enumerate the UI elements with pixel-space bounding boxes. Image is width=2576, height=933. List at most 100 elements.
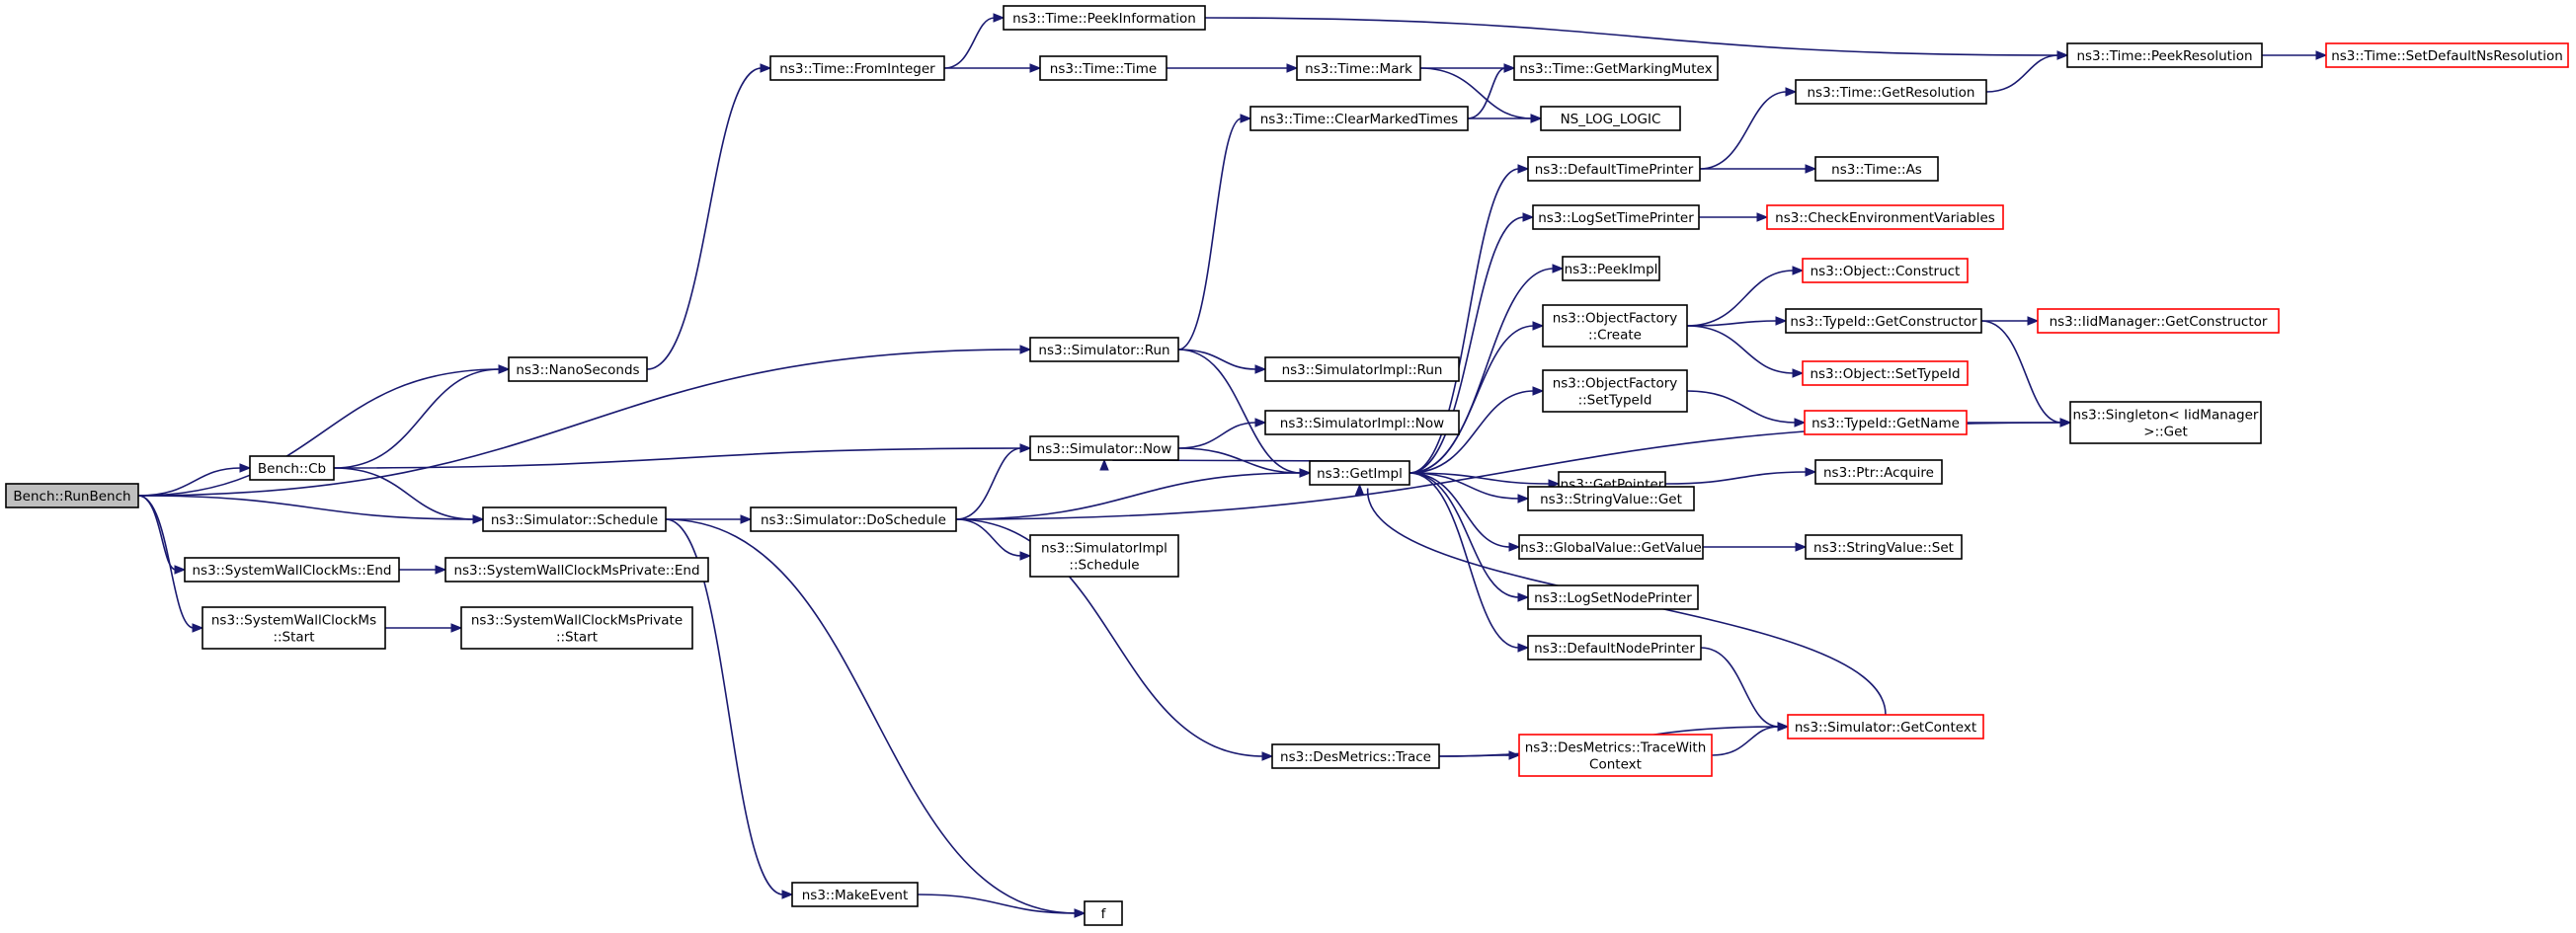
node-box[interactable]: [1039, 55, 1167, 81]
node-time-getmarkingmutex[interactable]: ns3::Time::GetMarkingMutex: [1513, 55, 1719, 81]
node-box[interactable]: [1766, 204, 2004, 230]
node-bench-cb[interactable]: Bench::Cb: [249, 455, 335, 481]
node-box[interactable]: [2066, 42, 2263, 68]
node-getimpl[interactable]: ns3::GetImpl: [1309, 460, 1410, 486]
node-sim-now[interactable]: ns3::Simulator::Now: [1029, 435, 1179, 461]
node-simimpl-run[interactable]: ns3::SimulatorImpl::Run: [1264, 356, 1460, 382]
node-box[interactable]: [1527, 584, 1699, 610]
node-box[interactable]: [1271, 743, 1440, 769]
node-box[interactable]: [1249, 106, 1469, 131]
node-box[interactable]: [1264, 410, 1460, 435]
node-time-frominteger[interactable]: ns3::Time::FromInteger: [769, 55, 945, 81]
node-box[interactable]: [184, 557, 400, 583]
node-box[interactable]: [1518, 734, 1713, 777]
node-box[interactable]: [1814, 459, 1943, 485]
node-box[interactable]: [1787, 714, 1984, 739]
node-box[interactable]: [1527, 486, 1695, 511]
node-time-getresolution[interactable]: ns3::Time::GetResolution: [1795, 79, 1987, 105]
node-time-peekinformation[interactable]: ns3::Time::PeekInformation: [1003, 5, 1206, 31]
node-box[interactable]: [1805, 534, 1963, 560]
node-peekimpl[interactable]: ns3::PeekImpl: [1562, 256, 1660, 281]
node-object-construct[interactable]: ns3::Object::Construct: [1802, 258, 1969, 283]
node-box[interactable]: [1802, 258, 1969, 283]
node-objfactory-settypeid[interactable]: ns3::ObjectFactory::SetTypeId: [1542, 369, 1688, 413]
node-sim-getcontext[interactable]: ns3::Simulator::GetContext: [1787, 714, 1984, 739]
call-edge-sim-now-to-getimpl: [1177, 447, 1302, 474]
node-time-clearmarked[interactable]: ns3::Time::ClearMarkedTimes: [1249, 106, 1469, 131]
node-box[interactable]: [1029, 337, 1179, 362]
node-typeid-getname[interactable]: ns3::TypeId::GetName: [1804, 410, 1968, 435]
node-box[interactable]: [2325, 42, 2569, 68]
node-box[interactable]: [444, 557, 709, 583]
node-box[interactable]: [1309, 460, 1410, 486]
node-box[interactable]: [5, 483, 139, 508]
node-typeid-getconstructor[interactable]: ns3::TypeId::GetConstructor: [1785, 308, 1982, 334]
node-box[interactable]: [750, 506, 957, 532]
node-syswall-end[interactable]: ns3::SystemWallClockMs::End: [184, 557, 400, 583]
node-syswallpriv-end[interactable]: ns3::SystemWallClockMsPrivate::End: [444, 557, 709, 583]
node-simimpl-schedule[interactable]: ns3::SimulatorImpl::Schedule: [1029, 534, 1179, 578]
node-object-settypeid[interactable]: ns3::Object::SetTypeId: [1802, 360, 1969, 386]
node-box[interactable]: [482, 506, 667, 532]
node-time-time[interactable]: ns3::Time::Time: [1039, 55, 1167, 81]
node-box[interactable]: [1532, 204, 1700, 230]
node-box[interactable]: [1802, 360, 1969, 386]
node-box[interactable]: [791, 882, 919, 907]
node-syswallpriv-start[interactable]: ns3::SystemWallClockMsPrivate::Start: [460, 606, 693, 650]
node-time-as[interactable]: ns3::Time::As: [1814, 156, 1939, 182]
node-iidmanager-getconstructor[interactable]: ns3::IidManager::GetConstructor: [2037, 308, 2280, 334]
node-box[interactable]: [769, 55, 945, 81]
node-box[interactable]: [460, 606, 693, 650]
node-nanoseconds[interactable]: ns3::NanoSeconds: [508, 356, 648, 382]
node-sim-schedule[interactable]: ns3::Simulator::Schedule: [482, 506, 667, 532]
node-box[interactable]: [1562, 256, 1660, 281]
node-box[interactable]: [249, 455, 335, 481]
node-sim-doschedule[interactable]: ns3::Simulator::DoSchedule: [750, 506, 957, 532]
node-box[interactable]: [508, 356, 648, 382]
node-box[interactable]: [2037, 308, 2280, 334]
node-box[interactable]: [1804, 410, 1968, 435]
node-box[interactable]: [1527, 635, 1702, 661]
node-stringvalue-get[interactable]: ns3::StringValue::Get: [1527, 486, 1695, 511]
node-ptr-acquire[interactable]: ns3::Ptr::Acquire: [1814, 459, 1943, 485]
node-objfactory-create[interactable]: ns3::ObjectFactory::Create: [1542, 304, 1688, 348]
node-syswall-start[interactable]: ns3::SystemWallClockMs::Start: [201, 606, 386, 650]
node-box[interactable]: [1296, 55, 1421, 81]
node-defaulttimeprinter[interactable]: ns3::DefaultTimePrinter: [1527, 156, 1701, 182]
node-box[interactable]: [1814, 156, 1939, 182]
node-box[interactable]: [1542, 369, 1688, 413]
node-globalvalue-getvalue[interactable]: ns3::GlobalValue::GetValue: [1518, 534, 1704, 560]
node-defaultnodeprinter[interactable]: ns3::DefaultNodePrinter: [1527, 635, 1702, 661]
node-logsettimeprinter[interactable]: ns3::LogSetTimePrinter: [1532, 204, 1700, 230]
node-box[interactable]: [1518, 534, 1704, 560]
node-box[interactable]: [1795, 79, 1987, 105]
node-box[interactable]: [1513, 55, 1719, 81]
node-box[interactable]: [1029, 435, 1179, 461]
node-singleton-get[interactable]: ns3::Singleton< IidManager >::Get: [2069, 401, 2262, 444]
edge-arrowhead: [1805, 164, 1817, 174]
node-desmetrics-trace[interactable]: ns3::DesMetrics::Trace: [1271, 743, 1440, 769]
node-box[interactable]: [1029, 534, 1179, 578]
node-box[interactable]: [1527, 156, 1701, 182]
node-time-setdefaultnsres[interactable]: ns3::Time::SetDefaultNsResolution: [2325, 42, 2569, 68]
node-ns-log-logic[interactable]: NS_LOG_LOGIC: [1540, 106, 1681, 131]
node-stringvalue-set[interactable]: ns3::StringValue::Set: [1805, 534, 1963, 560]
node-sim-run[interactable]: ns3::Simulator::Run: [1029, 337, 1179, 362]
node-logsetnodeprinter[interactable]: ns3::LogSetNodePrinter: [1527, 584, 1699, 610]
node-checkenvvars[interactable]: ns3::CheckEnvironmentVariables: [1766, 204, 2004, 230]
node-box[interactable]: [201, 606, 386, 650]
node-box[interactable]: [1003, 5, 1206, 31]
node-box[interactable]: [1542, 304, 1688, 348]
node-simimpl-now[interactable]: ns3::SimulatorImpl::Now: [1264, 410, 1460, 435]
node-box[interactable]: [2069, 401, 2262, 444]
node-bench-runbench[interactable]: Bench::RunBench: [5, 483, 139, 508]
node-box[interactable]: [1540, 106, 1681, 131]
node-box[interactable]: [1264, 356, 1460, 382]
node-f[interactable]: f: [1084, 900, 1123, 926]
node-box[interactable]: [1785, 308, 1982, 334]
node-box[interactable]: [1084, 900, 1123, 926]
node-makeevent[interactable]: ns3::MakeEvent: [791, 882, 919, 907]
node-time-mark[interactable]: ns3::Time::Mark: [1296, 55, 1421, 81]
node-time-peekresolution[interactable]: ns3::Time::PeekResolution: [2066, 42, 2263, 68]
